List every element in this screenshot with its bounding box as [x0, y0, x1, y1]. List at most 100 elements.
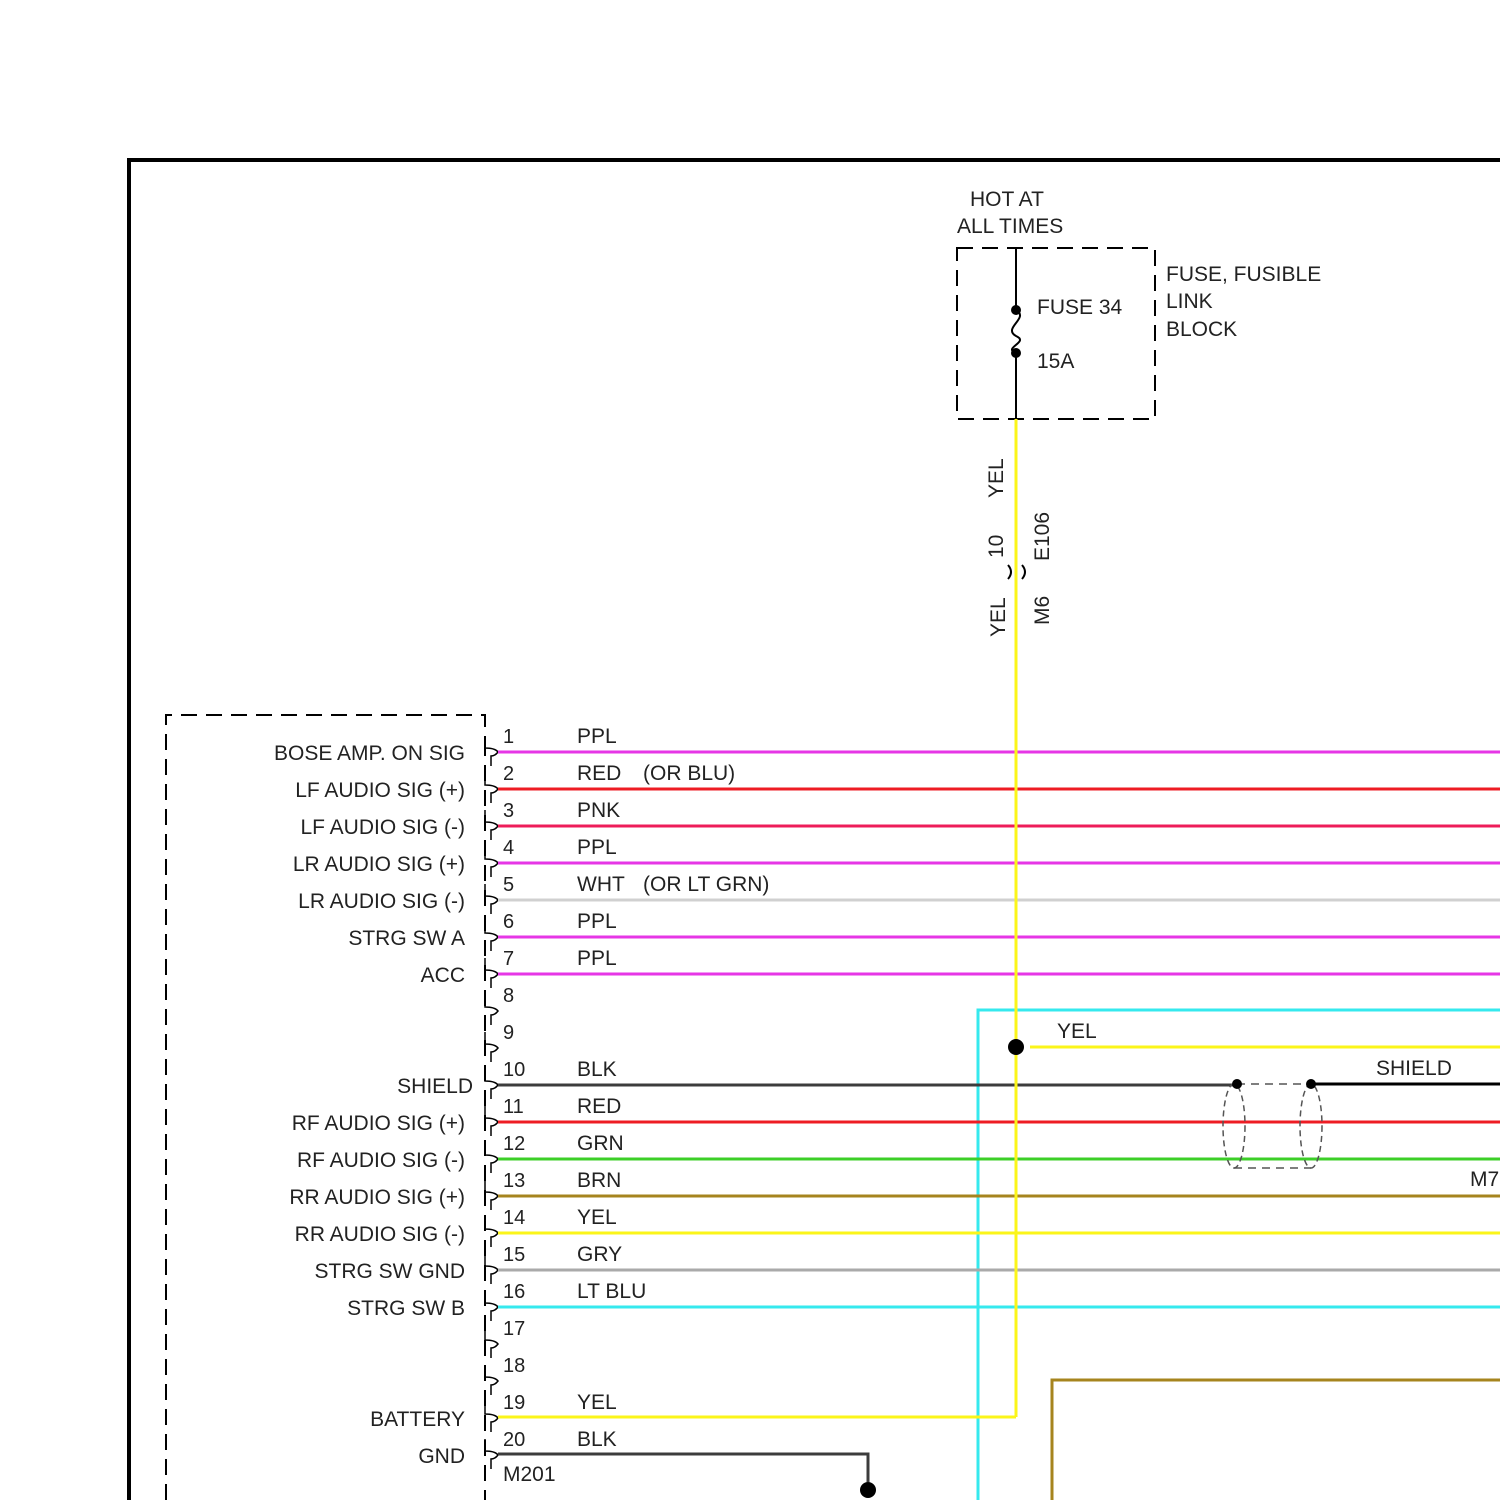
pin-number: 10 — [503, 1059, 525, 1081]
fuse-name: FUSE 34 — [1037, 296, 1123, 319]
pin-function-label: GND — [418, 1445, 465, 1468]
pin-number: 20 — [503, 1429, 525, 1451]
wire-color-label: LT BLU — [577, 1280, 646, 1303]
ground-point-dot — [860, 1482, 876, 1498]
wire-color-label: RED — [577, 1095, 621, 1118]
pin-number: 1 — [503, 726, 514, 748]
splice-dot — [1008, 1039, 1024, 1055]
pin-number: 16 — [503, 1281, 525, 1303]
feed-pin-number: 10 — [985, 535, 1008, 558]
wire-alt-color-label: (OR BLU) — [643, 762, 735, 785]
shield-ellipse-left — [1223, 1084, 1245, 1168]
wire-alt-color-label: (OR LT GRN) — [643, 873, 769, 896]
pin-cavity-icon — [485, 773, 498, 803]
pin-function-label: RR AUDIO SIG (-) — [295, 1223, 465, 1246]
pin-cavity-icon — [485, 1069, 498, 1099]
pin-number: 11 — [503, 1096, 524, 1118]
feed-color-upper: YEL — [985, 458, 1008, 498]
pin-function-label: SHIELD — [397, 1075, 473, 1098]
fuse-block: FUSE 34 15A — [957, 248, 1155, 419]
pin-number: 2 — [503, 763, 514, 785]
pin-function-label: LR AUDIO SIG (-) — [298, 890, 465, 913]
wire-color-label: BRN — [577, 1169, 621, 1192]
pin-function-label: RR AUDIO SIG (+) — [289, 1186, 465, 1209]
connector-m6: M6 — [1031, 596, 1054, 625]
pin-number: 3 — [503, 800, 514, 822]
wire-color-label: PNK — [577, 799, 620, 822]
pin-cavity-icon — [485, 1143, 498, 1173]
pin-cavity-icon — [485, 995, 498, 1025]
pin-cavity-icon — [485, 884, 498, 914]
pin-number: 13 — [503, 1170, 525, 1192]
pin-number: 9 — [503, 1022, 514, 1044]
fuse-rating: 15A — [1037, 350, 1074, 373]
pin-cavity-icon — [485, 1291, 498, 1321]
wire-color-label: PPL — [577, 910, 617, 933]
ground-connector-label: M201 — [503, 1463, 556, 1486]
pin-function-label: RF AUDIO SIG (-) — [297, 1149, 465, 1172]
pin-cavity-icon — [485, 958, 498, 988]
pin-function-label: LF AUDIO SIG (+) — [295, 779, 465, 802]
pin-cavity-icon — [485, 1254, 498, 1284]
wire-color-label: PPL — [577, 836, 617, 859]
pin-number: 15 — [503, 1244, 525, 1266]
wire-color-label: YEL — [577, 1391, 617, 1414]
pin-function-label: LR AUDIO SIG (+) — [293, 853, 465, 876]
pin-cavity-icon — [485, 1365, 498, 1395]
pin-cavity-icon — [485, 810, 498, 840]
all-times-label: ALL TIMES — [957, 215, 1063, 238]
pin-number: 5 — [503, 874, 514, 896]
shield-dot-left — [1232, 1079, 1242, 1089]
pin-function-label: STRG SW GND — [315, 1260, 466, 1283]
pin-cavity-icon — [485, 1217, 498, 1247]
pin-function-label: BATTERY — [370, 1408, 465, 1431]
pin-function-label: BOSE AMP. ON SIG — [274, 742, 465, 765]
pin-cavity-icon — [485, 1328, 498, 1358]
wire-color-label: GRN — [577, 1132, 624, 1155]
feed-color-lower: YEL — [987, 597, 1010, 637]
wire-color-label: PPL — [577, 725, 617, 748]
pin-number: 19 — [503, 1392, 525, 1414]
wire-color-label: YEL — [577, 1206, 617, 1229]
connector-e106: E106 — [1031, 512, 1054, 561]
branch-wire-label: YEL — [1057, 1020, 1097, 1043]
wire-color-label: GRY — [577, 1243, 622, 1266]
pin-cavity-icon — [485, 1106, 498, 1136]
wire-color-label: RED — [577, 762, 621, 785]
pin-cavity-icon — [485, 847, 498, 877]
shield-ellipse-right — [1300, 1084, 1322, 1168]
shield-label: SHIELD — [1376, 1057, 1452, 1080]
wire-color-label: BLK — [577, 1428, 617, 1451]
pin-function-label: STRG SW A — [348, 927, 465, 950]
shield-dot-right — [1306, 1079, 1316, 1089]
pin-function-label: STRG SW B — [347, 1297, 465, 1320]
connector-m7-label: M7 — [1470, 1168, 1499, 1191]
wire-color-label: BLK — [577, 1058, 617, 1081]
pin-cavity-icon — [485, 1032, 498, 1062]
pin-function-label: RF AUDIO SIG (+) — [292, 1112, 465, 1135]
pin-cavity-icon — [485, 1180, 498, 1210]
pin-number: 4 — [503, 837, 514, 859]
block-name-line2: LINK — [1166, 290, 1213, 313]
brown-loop-wire — [1052, 1380, 1500, 1500]
pin-number: 8 — [503, 985, 514, 1007]
wire-color-label: WHT — [577, 873, 625, 896]
pin-function-label: LF AUDIO SIG (-) — [300, 816, 465, 839]
fuse-terminal-top — [1011, 305, 1021, 315]
pin-cavity-icon — [485, 1439, 498, 1469]
block-name-line1: FUSE, FUSIBLE — [1166, 263, 1321, 286]
block-name-line3: BLOCK — [1166, 318, 1237, 341]
fuse-symbol-icon — [1012, 310, 1020, 353]
pin-function-label: ACC — [421, 964, 465, 987]
pin-number: 7 — [503, 948, 514, 970]
pin-cavity-icon — [485, 921, 498, 951]
fuse-block-outline — [957, 248, 1155, 419]
pin-cavity-icon — [485, 1402, 498, 1432]
pin-number: 14 — [503, 1207, 525, 1229]
pin-cavity-icon — [485, 736, 498, 766]
hot-at-label: HOT AT — [970, 188, 1044, 211]
pin-number: 12 — [503, 1133, 525, 1155]
pin-number: 18 — [503, 1355, 525, 1377]
pin-number: 6 — [503, 911, 514, 933]
